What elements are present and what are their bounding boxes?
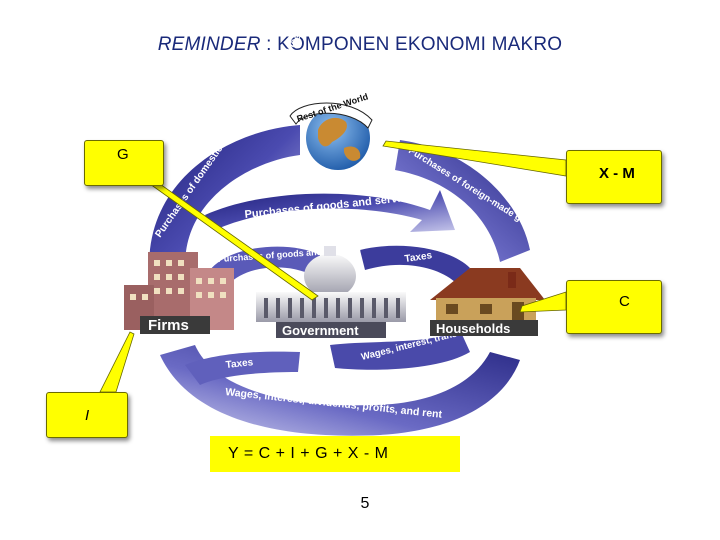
callout-i: I	[46, 392, 128, 438]
page-number: 5	[340, 495, 390, 513]
callout-xm-label: X - M	[599, 165, 635, 182]
callout-c-label: C	[619, 293, 630, 310]
callout-i-label: I	[85, 407, 89, 424]
government-label: Government	[282, 323, 359, 338]
gdp-formula: Y = C + I + G + X - M	[210, 436, 460, 472]
firms-label: Firms	[148, 317, 189, 334]
households-house: Households	[430, 268, 545, 336]
rest-of-world-globe: Rest of the World	[290, 91, 372, 170]
callout-c: C	[566, 280, 662, 334]
callout-g: G	[84, 140, 164, 186]
callout-g-label: G	[117, 146, 129, 163]
households-label: Households	[436, 321, 510, 336]
callout-xm: X - M	[566, 150, 662, 204]
